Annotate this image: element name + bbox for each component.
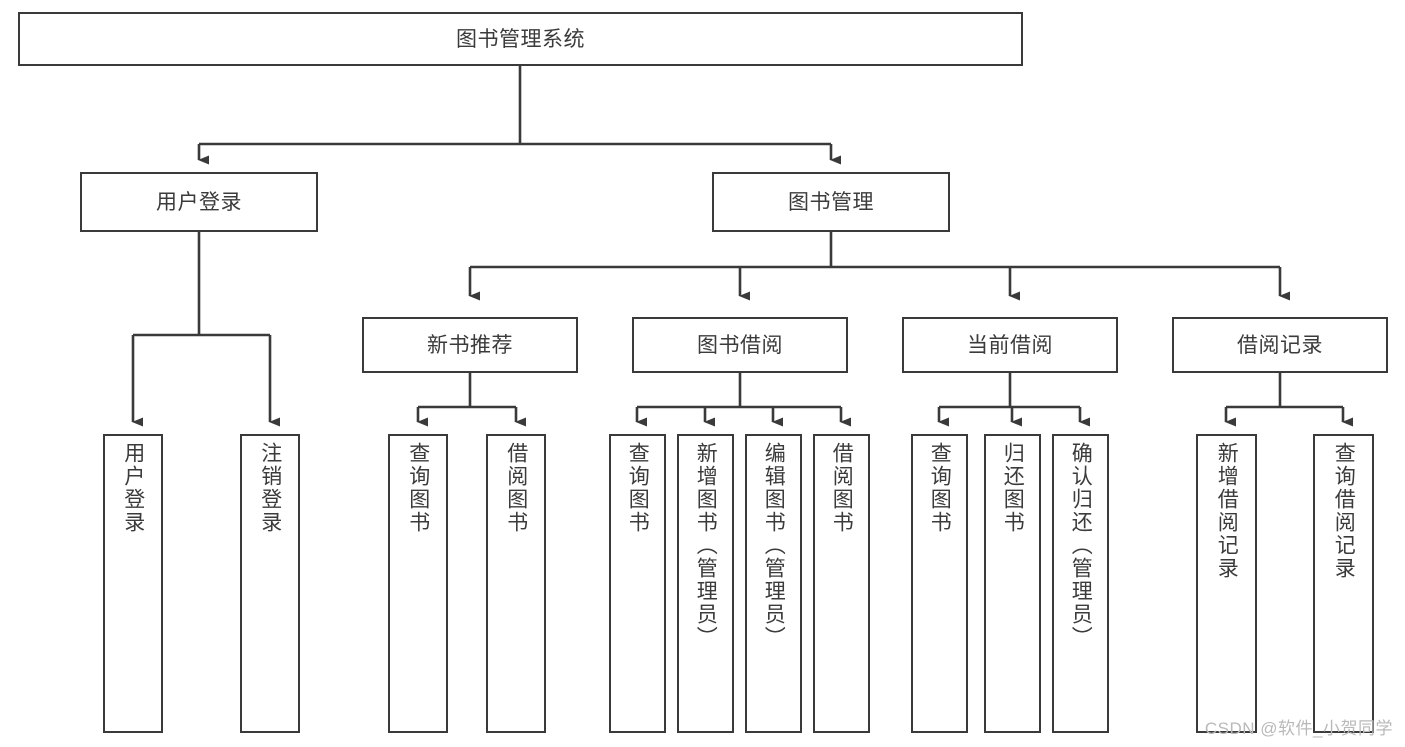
node-leaf-12-label: 查询借阅记录	[1332, 442, 1356, 580]
node-leaf-1[interactable]: 注销登录	[240, 434, 300, 733]
node-leaf-4-label: 查询图书	[626, 442, 650, 534]
node-leaf-1-label: 注销登录	[258, 442, 282, 534]
node-level1-1[interactable]: 图书管理	[712, 172, 950, 232]
node-leaf-6[interactable]: 编辑图书（管理员）	[745, 434, 802, 733]
node-root[interactable]: 图书管理系统	[18, 12, 1023, 66]
node-level1-0[interactable]: 用户登录	[80, 172, 318, 232]
node-leaf-8[interactable]: 查询图书	[911, 434, 968, 733]
node-leaf-2-label: 查询图书	[406, 442, 430, 534]
node-level1-1-label: 图书管理	[788, 190, 874, 214]
node-leaf-9[interactable]: 归还图书	[984, 434, 1041, 733]
node-level2-0-label: 新书推荐	[427, 333, 513, 357]
node-leaf-10[interactable]: 确认归还（管理员）	[1052, 434, 1109, 733]
node-level2-2[interactable]: 当前借阅	[902, 317, 1118, 373]
node-leaf-9-label: 归还图书	[1001, 442, 1025, 534]
node-leaf-0-label: 用户登录	[121, 442, 145, 534]
node-leaf-7-label: 借阅图书	[830, 442, 854, 534]
node-leaf-11[interactable]: 新增借阅记录	[1196, 434, 1257, 733]
node-level2-2-label: 当前借阅	[967, 333, 1053, 357]
node-leaf-10-label: 确认归还（管理员）	[1069, 442, 1093, 649]
node-level2-1-label: 图书借阅	[697, 333, 783, 357]
node-leaf-3[interactable]: 借阅图书	[486, 434, 546, 733]
node-leaf-8-label: 查询图书	[928, 442, 952, 534]
node-level2-3-label: 借阅记录	[1237, 333, 1323, 357]
node-level2-0[interactable]: 新书推荐	[362, 317, 578, 373]
node-leaf-7[interactable]: 借阅图书	[813, 434, 870, 733]
node-leaf-6-label: 编辑图书（管理员）	[762, 442, 786, 649]
node-level1-0-label: 用户登录	[156, 190, 242, 214]
watermark: CSDN @软件_小贺同学	[1204, 719, 1393, 738]
node-leaf-12[interactable]: 查询借阅记录	[1313, 434, 1374, 733]
node-leaf-5-label: 新增图书（管理员）	[694, 442, 718, 649]
node-leaf-3-label: 借阅图书	[504, 442, 528, 534]
node-level2-3[interactable]: 借阅记录	[1172, 317, 1388, 373]
node-leaf-4[interactable]: 查询图书	[609, 434, 666, 733]
node-leaf-0[interactable]: 用户登录	[103, 434, 163, 733]
node-level2-1[interactable]: 图书借阅	[632, 317, 848, 373]
node-leaf-11-label: 新增借阅记录	[1215, 442, 1239, 580]
node-root-label: 图书管理系统	[456, 27, 585, 51]
node-leaf-2[interactable]: 查询图书	[388, 434, 448, 733]
node-leaf-5[interactable]: 新增图书（管理员）	[677, 434, 734, 733]
